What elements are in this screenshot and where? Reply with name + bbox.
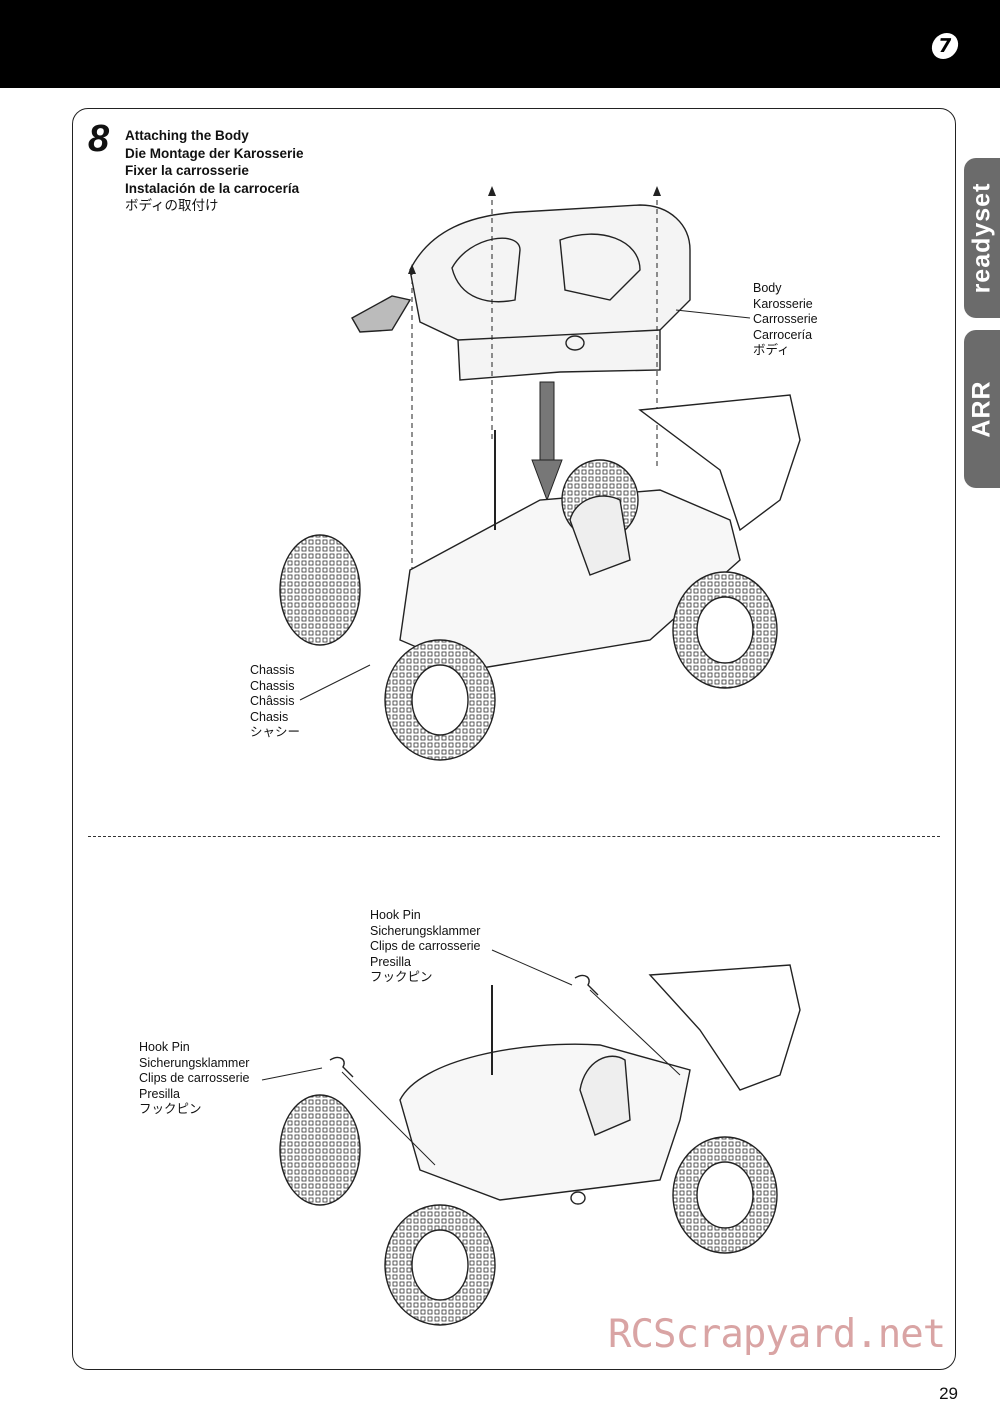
body-label-ja: ボディ <box>753 343 790 358</box>
chassis-label: Chassis Chassis Châssis Chasis シャシー <box>250 663 300 741</box>
chassis-label-de: Chassis <box>250 678 295 693</box>
chassis-label-ja: シャシー <box>250 725 301 740</box>
watermark: RCScrapyard.net <box>608 1312 946 1357</box>
top-leader-lines <box>299 309 751 701</box>
hook-pin-left-en: Hook Pin <box>139 1040 190 1054</box>
hook-pin-icons <box>329 974 599 1078</box>
instruction-frame <box>72 108 956 1370</box>
top-chassis-illustration <box>279 394 801 761</box>
step-number: 8 <box>88 118 110 160</box>
hook-pin-label-right: Hook Pin Sicherungsklammer Clips de carr… <box>370 908 480 986</box>
hook-pin-left-fr: Clips de carrosserie <box>139 1071 250 1086</box>
header-bar: 7 <box>0 0 1000 88</box>
hook-pin-right-de: Sicherungsklammer <box>370 923 481 938</box>
step-title-de: Die Montage der Karosserie <box>125 145 304 161</box>
body-label-fr: Carrosserie <box>753 312 818 327</box>
hook-pin-left-de: Sicherungsklammer <box>139 1055 250 1070</box>
step-title-en: Attaching the Body <box>125 128 249 143</box>
hook-pin-left-ja: フックピン <box>139 1102 202 1117</box>
page-number: 29 <box>939 1384 958 1403</box>
bottom-car-illustration <box>279 964 801 1326</box>
hook-pin-left-es: Presilla <box>139 1086 180 1101</box>
tab-readyset[interactable]: readyset <box>964 158 1000 318</box>
step-title-ja: ボディの取付け <box>125 198 219 213</box>
bottom-leader-lines <box>261 949 681 1166</box>
hook-pin-right-en: Hook Pin <box>370 908 421 922</box>
hook-pin-right-ja: フックピン <box>370 970 433 985</box>
chassis-label-en: Chassis <box>250 663 295 677</box>
body-label-es: Carrocería <box>753 327 813 342</box>
body-guide-lines <box>411 200 658 580</box>
hook-pin-label-left: Hook Pin Sicherungsklammer Clips de carr… <box>139 1040 249 1118</box>
up-arrows <box>408 186 661 274</box>
step-title-fr: Fixer la carrosserie <box>125 163 249 178</box>
chassis-label-es: Chasis <box>250 709 289 724</box>
section-divider <box>88 836 940 837</box>
body-label: Body Karosserie Carrosserie Carrocería ボ… <box>753 281 818 359</box>
step-title-es: Instalación de la carrocería <box>125 180 300 196</box>
hook-pin-right-fr: Clips de carrosserie <box>370 939 481 954</box>
hook-pin-right-es: Presilla <box>370 954 411 969</box>
body-shell-illustration <box>351 204 691 381</box>
step-titles: Attaching the Body Die Montage der Karos… <box>125 127 304 215</box>
chassis-label-fr: Châssis <box>250 694 295 709</box>
body-label-en: Body <box>753 281 782 295</box>
body-label-de: Karosserie <box>753 296 813 311</box>
tab-arr[interactable]: ARR <box>964 330 1000 488</box>
down-arrow <box>531 381 563 502</box>
